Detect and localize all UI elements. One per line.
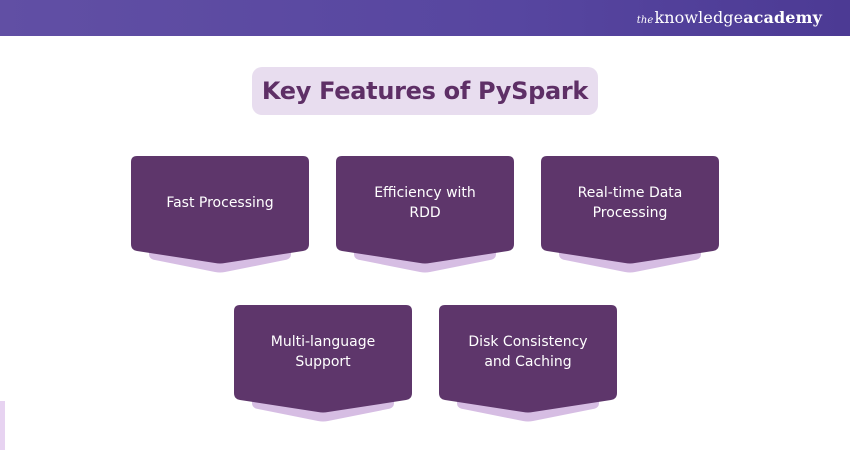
feature-label: Multi-language Support xyxy=(270,334,376,370)
card-shape xyxy=(336,156,514,273)
brand-prefix: the xyxy=(636,15,654,26)
feature-label: Fast Processing xyxy=(166,195,274,211)
card-shape xyxy=(541,156,719,273)
feature-card-real-time: Real-time Data Processing xyxy=(541,156,721,280)
card-body xyxy=(541,156,719,264)
card-shape xyxy=(131,156,309,273)
brand-name-light: knowledge xyxy=(654,8,744,27)
feature-label: Real-time Data Processing xyxy=(577,185,683,221)
header-bar: theknowledgeacademy xyxy=(0,0,850,36)
brand-logo: theknowledgeacademy xyxy=(637,8,822,27)
card-body xyxy=(131,156,309,264)
page-title: Key Features of PySpark xyxy=(261,77,589,105)
feature-card-multi-language: Multi-language Support xyxy=(234,305,414,429)
side-accent-bar xyxy=(0,401,5,450)
feature-card-efficiency-rdd: Efficiency with RDD xyxy=(336,156,516,280)
brand-name-bold: academy xyxy=(743,8,822,27)
feature-label: Disk Consistency and Caching xyxy=(468,334,588,370)
title-banner: Key Features of PySpark xyxy=(252,67,598,115)
feature-card-disk-caching: Disk Consistency and Caching xyxy=(439,305,619,429)
card-body xyxy=(439,305,617,413)
card-shape xyxy=(234,305,412,422)
card-shape xyxy=(439,305,617,422)
card-body xyxy=(336,156,514,264)
feature-label: Efficiency with RDD xyxy=(374,185,476,221)
card-body xyxy=(234,305,412,413)
feature-card-fast-processing: Fast Processing xyxy=(131,156,311,280)
